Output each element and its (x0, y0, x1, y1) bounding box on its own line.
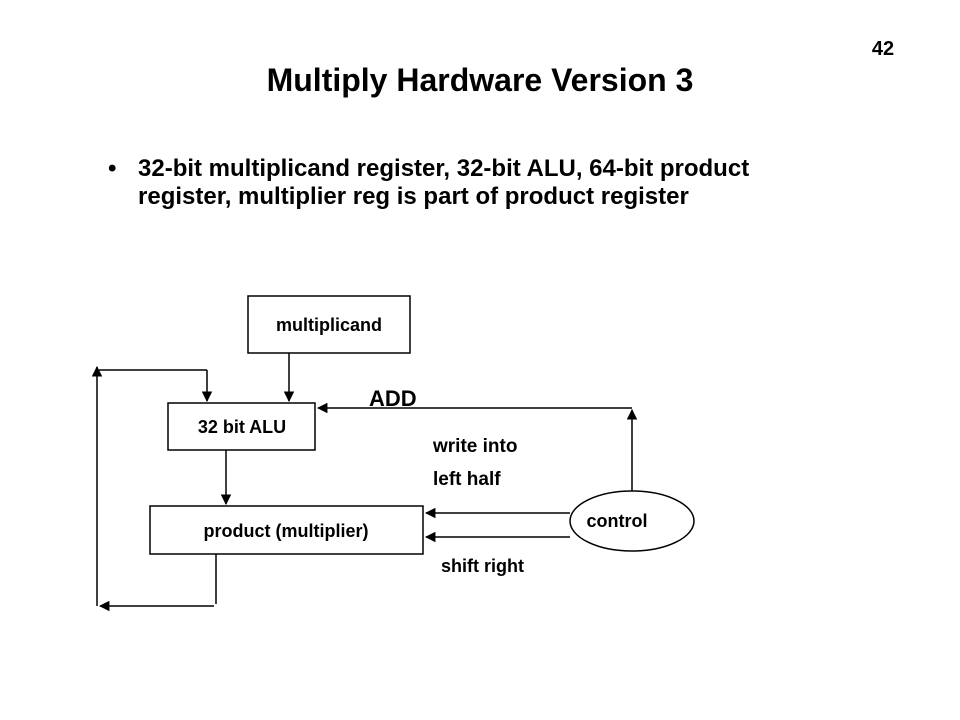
control-add-signal (316, 402, 638, 491)
add-label: ADD (369, 386, 417, 411)
alu-label: 32 bit ALU (198, 417, 286, 437)
control-label: control (587, 511, 648, 531)
left-half-label: left half (433, 469, 501, 490)
bullet-marker: • (108, 155, 117, 182)
multiplicand-register: multiplicand (247, 295, 411, 354)
control-unit: control (569, 490, 695, 552)
alu-box: 32 bit ALU (167, 402, 316, 451)
page-number: 42 (871, 38, 895, 60)
product-label: product (multiplier) (204, 521, 369, 541)
multiplicand-label: multiplicand (276, 315, 382, 335)
slide-title: Multiply Hardware Version 3 (266, 62, 694, 98)
product-feedback-loop (91, 365, 217, 612)
bullet-text: 32-bit multiplicand register, 32-bit ALU… (138, 155, 750, 210)
shift-right-label: shift right (441, 556, 524, 576)
write-into-label: write into (432, 436, 517, 457)
product-register: product (multiplier) (149, 505, 424, 555)
